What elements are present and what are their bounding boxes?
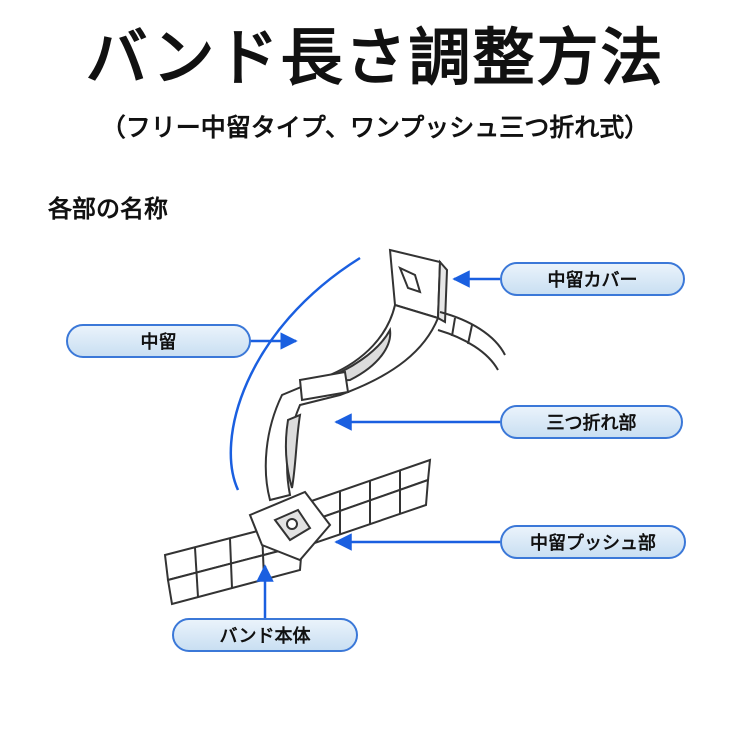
clasp-cover bbox=[388, 248, 449, 324]
label-push: 中留プッシュ部 bbox=[500, 525, 686, 559]
label-band: バンド本体 bbox=[172, 618, 358, 652]
band-right-links bbox=[299, 458, 432, 550]
label-fold: 三つ折れ部 bbox=[500, 405, 683, 439]
section-title: 各部の名称 bbox=[48, 195, 168, 223]
band-upper-right bbox=[437, 311, 506, 371]
clasp-arm bbox=[264, 303, 440, 502]
page-subtitle: （フリー中留タイプ、ワンプッシュ三つ折れ式） bbox=[100, 113, 650, 142]
leader-lines bbox=[229, 256, 500, 618]
push-buckle bbox=[248, 490, 332, 562]
page-title: バンド長さ調整方法 bbox=[85, 21, 665, 94]
label-cover: 中留カバー bbox=[500, 262, 685, 296]
clasp-bracket-line bbox=[229, 256, 361, 491]
label-clasp: 中留 bbox=[66, 324, 251, 358]
